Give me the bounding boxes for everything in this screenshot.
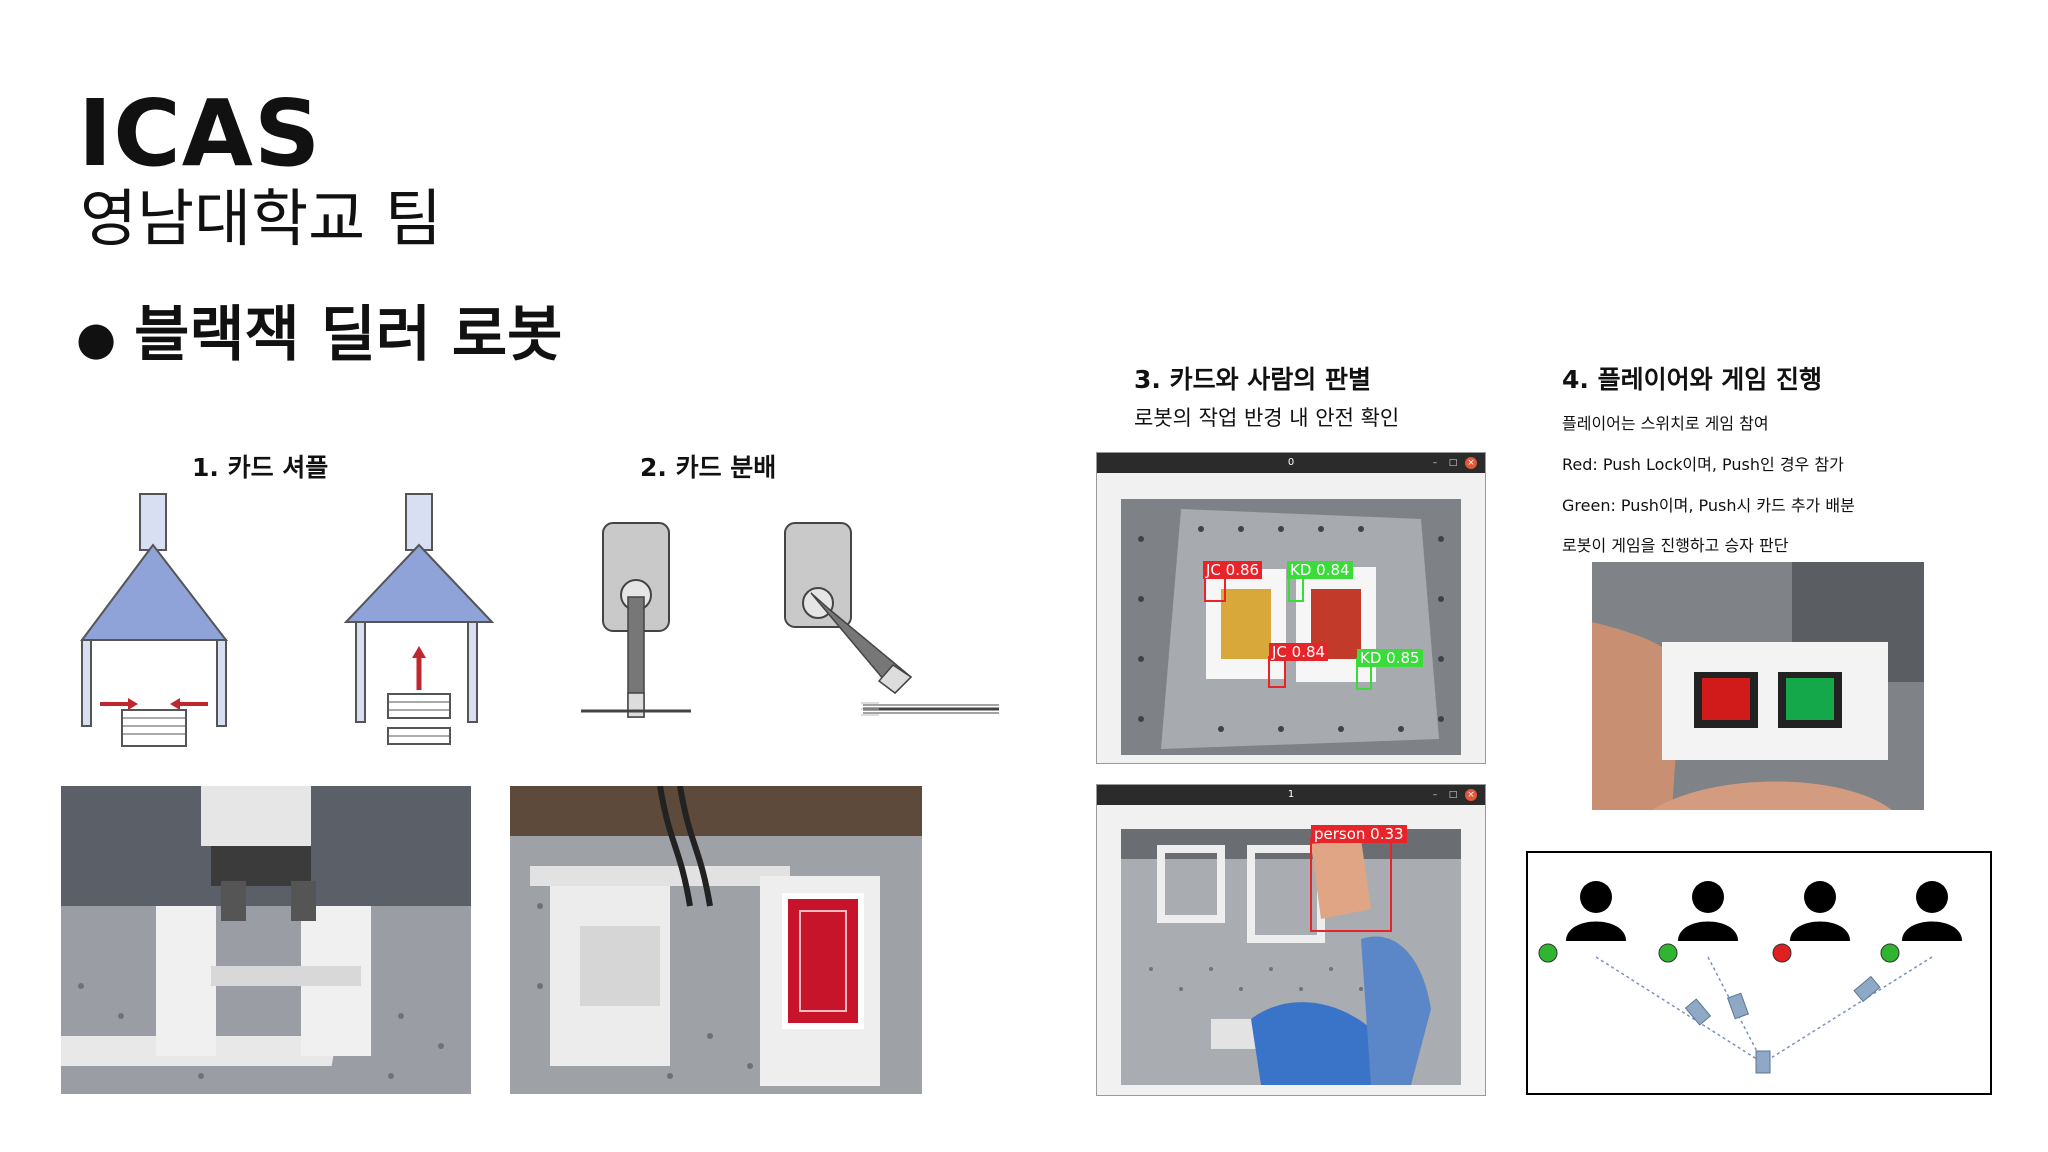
- window-title: 0: [1287, 457, 1295, 468]
- player-3: [1772, 881, 1850, 963]
- bullet-dot-icon: ●: [76, 311, 117, 366]
- shuffler-closed: [343, 493, 495, 745]
- player-2: [1658, 881, 1738, 963]
- photo-buttons: [1592, 562, 1924, 810]
- section-4-title: 4. 플레이어와 게임 진행: [1562, 365, 1823, 394]
- window-title: 1: [1287, 789, 1295, 800]
- shuffler-open: [80, 493, 229, 747]
- section-1-title: 1. 카드 셔플: [192, 453, 329, 482]
- detection-window-person[interactable]: 1 – □ × person 0.33: [1096, 784, 1486, 1096]
- photo-dispenser: [510, 786, 922, 1094]
- minimize-icon[interactable]: –: [1432, 458, 1438, 468]
- photo-dispenser-art: [510, 786, 922, 1094]
- page-subtitle: 영남대학교 팀: [80, 182, 442, 255]
- detection-label-kd-2: KD 0.85: [1357, 649, 1423, 667]
- players-diagram: [1526, 851, 1992, 1095]
- section-3-desc: 로봇의 작업 반경 내 안전 확인: [1134, 406, 1400, 430]
- maximize-icon[interactable]: □: [1448, 790, 1458, 800]
- shuffle-diagram: [80, 493, 495, 747]
- player-1: [1538, 881, 1626, 963]
- detection-label-person: person 0.33: [1311, 825, 1407, 843]
- person-icon: [1566, 881, 1626, 941]
- deal-paths: [1595, 956, 1933, 1064]
- photo-shuffler-art: [61, 786, 471, 1094]
- page-title: ICAS: [78, 80, 322, 187]
- detection-label-jc-1: JC 0.86: [1203, 561, 1263, 579]
- person-icon: [1678, 881, 1738, 941]
- section-4-line-2: Red: Push Lock이며, Push인 경우 참가: [1562, 455, 1844, 474]
- section-3-title: 3. 카드와 사람의 판별: [1134, 365, 1372, 394]
- window-titlebar[interactable]: 0: [1097, 453, 1485, 473]
- person-icon: [1790, 881, 1850, 941]
- detection-window-cards[interactable]: 0 – □ × JC 0.86 KD 0.84 JC 0.84 KD 0.85: [1096, 452, 1486, 764]
- section-4-line-3: Green: Push이며, Push시 카드 추가 배분: [1562, 496, 1855, 515]
- close-icon[interactable]: ×: [1465, 457, 1477, 469]
- photo-buttons-art: [1592, 562, 1924, 810]
- maximize-icon[interactable]: □: [1448, 458, 1458, 468]
- detection-label-jc-2: JC 0.84: [1269, 643, 1329, 661]
- person-icon: [1902, 881, 1962, 941]
- photo-shuffler: [61, 786, 471, 1094]
- dealer-arm-down: [581, 522, 691, 718]
- deal-diagram: [581, 522, 999, 718]
- player-4: [1880, 881, 1962, 963]
- card-icon: [1684, 975, 1881, 1074]
- close-icon[interactable]: ×: [1465, 789, 1477, 801]
- detection-label-kd-1: KD 0.84: [1287, 561, 1353, 579]
- section-4-line-1: 플레이어는 스위치로 게임 참여: [1562, 414, 1769, 433]
- dealer-arm-tilted: [784, 522, 999, 716]
- section-4-line-4: 로봇이 게임을 진행하고 승자 판단: [1562, 536, 1789, 555]
- minimize-icon[interactable]: –: [1432, 790, 1438, 800]
- camera-view-person: [1121, 829, 1461, 1085]
- bullet-heading: ●블랙잭 딜러 로봇: [76, 305, 562, 365]
- bullet-text: 블랙잭 딜러 로봇: [134, 300, 563, 370]
- section-2-title: 2. 카드 분배: [640, 453, 777, 482]
- window-titlebar[interactable]: 1: [1097, 785, 1485, 805]
- camera-view-cards: [1121, 499, 1461, 755]
